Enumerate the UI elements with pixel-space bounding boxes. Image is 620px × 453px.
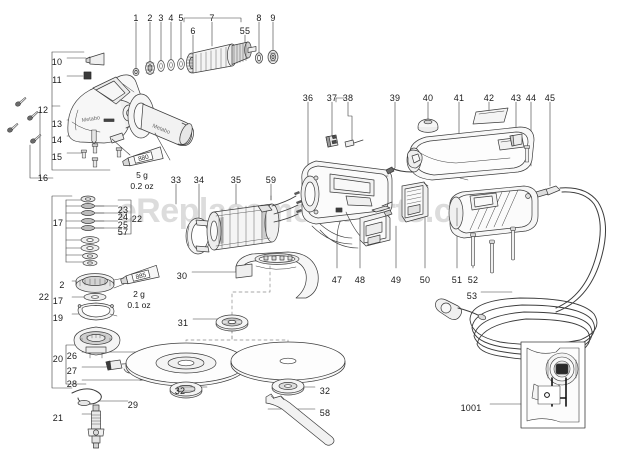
callout-27[interactable]: 27 <box>66 366 78 376</box>
callout-1[interactable]: 1 <box>133 13 139 23</box>
callout-6[interactable]: 6 <box>190 26 196 36</box>
callout-21[interactable]: 21 <box>52 413 64 423</box>
callout-41[interactable]: 41 <box>453 93 465 103</box>
callout-37[interactable]: 37 <box>326 93 338 103</box>
callout-3[interactable]: 3 <box>158 13 164 23</box>
callout-22a[interactable]: 22 <box>131 214 143 224</box>
callout-59[interactable]: 59 <box>265 175 277 185</box>
callout-31[interactable]: 31 <box>177 318 189 328</box>
callout-17b[interactable]: 17 <box>52 296 64 306</box>
callout-39[interactable]: 39 <box>389 93 401 103</box>
tube-880-weight-metric: 5 g <box>136 170 148 180</box>
callout-15[interactable]: 15 <box>51 152 63 162</box>
callout-58[interactable]: 58 <box>319 408 331 418</box>
callout-47[interactable]: 47 <box>331 275 343 285</box>
callout-49[interactable]: 49 <box>390 275 402 285</box>
callout-52[interactable]: 52 <box>467 275 479 285</box>
callout-7[interactable]: 7 <box>209 13 215 23</box>
callout-2t[interactable]: 2 <box>147 13 153 23</box>
callout-25[interactable]: 25 <box>117 220 129 230</box>
callout-34[interactable]: 34 <box>193 175 205 185</box>
callout-20[interactable]: 20 <box>52 354 64 364</box>
callout-24[interactable]: 24 <box>117 212 129 222</box>
callout-14[interactable]: 14 <box>51 135 63 145</box>
callout-1001[interactable]: 1001 <box>460 403 482 413</box>
callout-23[interactable]: 23 <box>117 205 129 215</box>
callout-36[interactable]: 36 <box>302 93 314 103</box>
callout-26[interactable]: 26 <box>66 351 78 361</box>
callout-28[interactable]: 28 <box>66 379 78 389</box>
callout-12[interactable]: 12 <box>37 105 49 115</box>
callout-40[interactable]: 40 <box>422 93 434 103</box>
callout-30[interactable]: 30 <box>176 271 188 281</box>
callout-13[interactable]: 13 <box>51 119 63 129</box>
tube-885-weight-imperial: 0.1 oz <box>127 299 151 310</box>
svg-text:880: 880 <box>138 154 150 163</box>
callout-19[interactable]: 19 <box>52 313 64 323</box>
tube-880-weight-imperial: 0.2 oz <box>130 180 154 191</box>
callout-11[interactable]: 11 <box>52 75 62 85</box>
svg-text:Metabo: Metabo <box>81 115 100 124</box>
callout-10[interactable]: 10 <box>51 57 63 67</box>
callout-43[interactable]: 43 <box>510 93 522 103</box>
callout-53[interactable]: 53 <box>466 291 478 301</box>
tube-885-weight-metric: 2 g <box>133 289 145 299</box>
callout-9[interactable]: 9 <box>270 13 276 23</box>
callout-42[interactable]: 42 <box>483 93 495 103</box>
callout-45[interactable]: 45 <box>544 93 556 103</box>
callout-35[interactable]: 35 <box>230 175 242 185</box>
callout-22b[interactable]: 22 <box>38 292 50 302</box>
callout-57[interactable]: 57 <box>117 227 129 237</box>
callout-16[interactable]: 16 <box>37 173 49 183</box>
callout-51[interactable]: 51 <box>451 275 463 285</box>
callout-17a[interactable]: 17 <box>52 218 64 228</box>
callout-33[interactable]: 33 <box>170 175 182 185</box>
callout-2b[interactable]: 2 <box>59 280 65 290</box>
callout-32b[interactable]: 32 <box>319 386 331 396</box>
callout-32a[interactable]: 32 <box>174 386 186 396</box>
callout-44[interactable]: 44 <box>525 93 537 103</box>
callout-29[interactable]: 29 <box>127 400 139 410</box>
callout-50[interactable]: 50 <box>419 275 431 285</box>
callout-8[interactable]: 8 <box>256 13 262 23</box>
svg-text:885: 885 <box>135 272 147 281</box>
callout-4[interactable]: 4 <box>168 13 174 23</box>
callout-38[interactable]: 38 <box>342 93 354 103</box>
callout-48[interactable]: 48 <box>354 275 366 285</box>
callout-55[interactable]: 55 <box>239 26 251 36</box>
callout-5[interactable]: 5 <box>178 13 184 23</box>
